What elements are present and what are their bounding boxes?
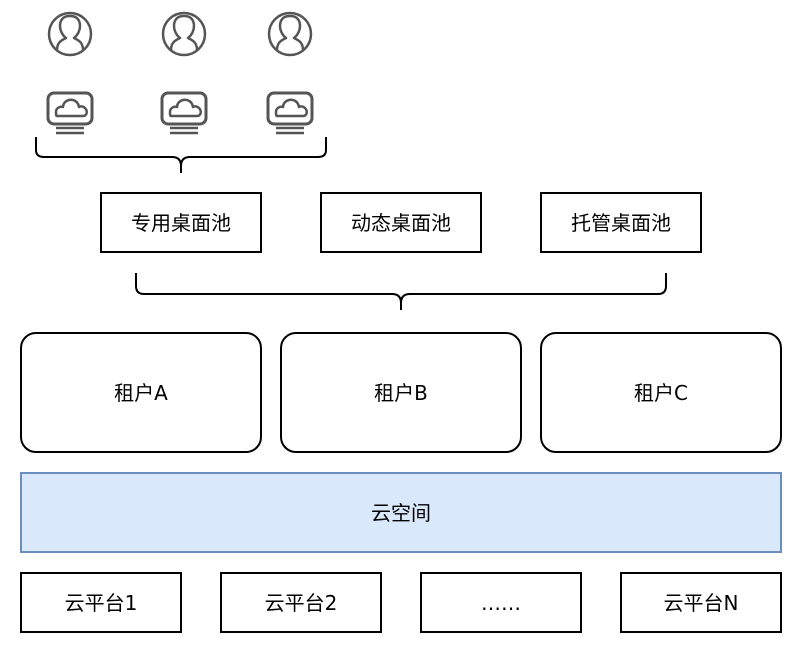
platform-n-label: 云平台N (663, 590, 739, 615)
pool-dynamic-label: 动态桌面池 (351, 210, 451, 235)
pool-dynamic: 动态桌面池 (320, 192, 482, 253)
user-icon (161, 11, 207, 57)
pool-hosted-label: 托管桌面池 (571, 210, 671, 235)
cloud-space: 云空间 (20, 472, 782, 553)
platform-1: 云平台1 (20, 572, 182, 633)
platform-ellipsis: …… (420, 572, 582, 633)
tenant-b: 租户B (280, 332, 522, 453)
platform-ellipsis-label: …… (481, 590, 521, 615)
cloud-desktop-icon (266, 91, 314, 135)
tenant-c: 租户C (540, 332, 782, 453)
user-icon (267, 11, 313, 57)
pool-dedicated: 专用桌面池 (100, 192, 262, 253)
platform-2-label: 云平台2 (264, 590, 338, 615)
tenant-a-label: 租户A (114, 380, 168, 405)
platform-n: 云平台N (620, 572, 782, 633)
cloud-desktop-icon (46, 91, 94, 135)
platform-1-label: 云平台1 (64, 590, 138, 615)
tenant-b-label: 租户B (374, 380, 428, 405)
tenant-c-label: 租户C (634, 380, 688, 405)
pool-dedicated-label: 专用桌面池 (131, 210, 231, 235)
platform-2: 云平台2 (220, 572, 382, 633)
pool-hosted: 托管桌面池 (540, 192, 702, 253)
cloud-space-label: 云空间 (371, 500, 431, 525)
user-icon (47, 11, 93, 57)
lower-brace (135, 273, 667, 310)
upper-brace (35, 137, 327, 173)
cloud-desktop-icon (160, 91, 208, 135)
tenant-a: 租户A (20, 332, 262, 453)
